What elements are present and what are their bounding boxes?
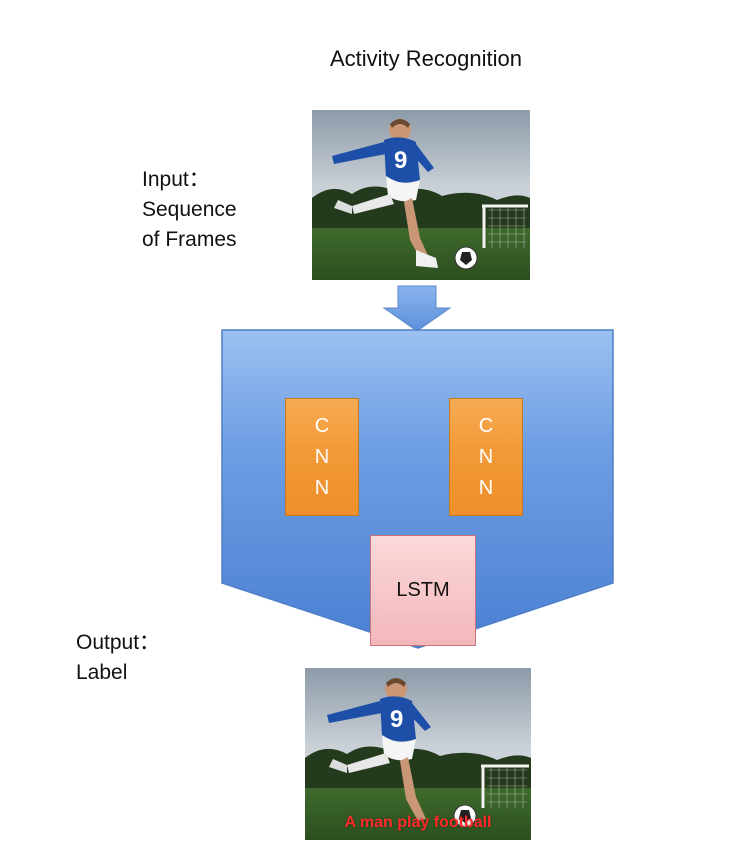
diagram-title: Activity Recognition: [330, 46, 522, 71]
input-label-line-2: Sequence: [142, 198, 237, 221]
input-label: Input： Sequence of Frames: [142, 165, 237, 255]
cnn-block-right: C N N: [449, 398, 523, 516]
svg-text:9: 9: [390, 706, 403, 733]
output-label-line-1: Output：: [76, 631, 161, 654]
cnn-right-letter-2: N: [478, 445, 494, 468]
lstm-block: LSTM: [370, 535, 476, 646]
output-frame-image: 9 A man play football: [305, 668, 531, 840]
cnn-right-letter-1: C: [478, 414, 494, 437]
input-label-line-1: Input：: [142, 168, 210, 191]
svg-text:9: 9: [394, 147, 407, 174]
cnn-left-letter-3: N: [314, 476, 330, 499]
cnn-right-letter-3: N: [478, 476, 494, 499]
cnn-block-left: C N N: [285, 398, 359, 516]
input-label-line-3: of Frames: [142, 228, 237, 251]
output-caption: A man play football: [344, 814, 492, 831]
input-frame-image: 9: [312, 110, 530, 280]
output-label: Output： Label: [76, 628, 160, 688]
cnn-left-letter-1: C: [314, 414, 330, 437]
output-label-line-2: Label: [76, 661, 128, 684]
lstm-label: LSTM: [396, 579, 450, 601]
cnn-left-letter-2: N: [314, 445, 330, 468]
input-arrow-shape: [382, 285, 452, 332]
